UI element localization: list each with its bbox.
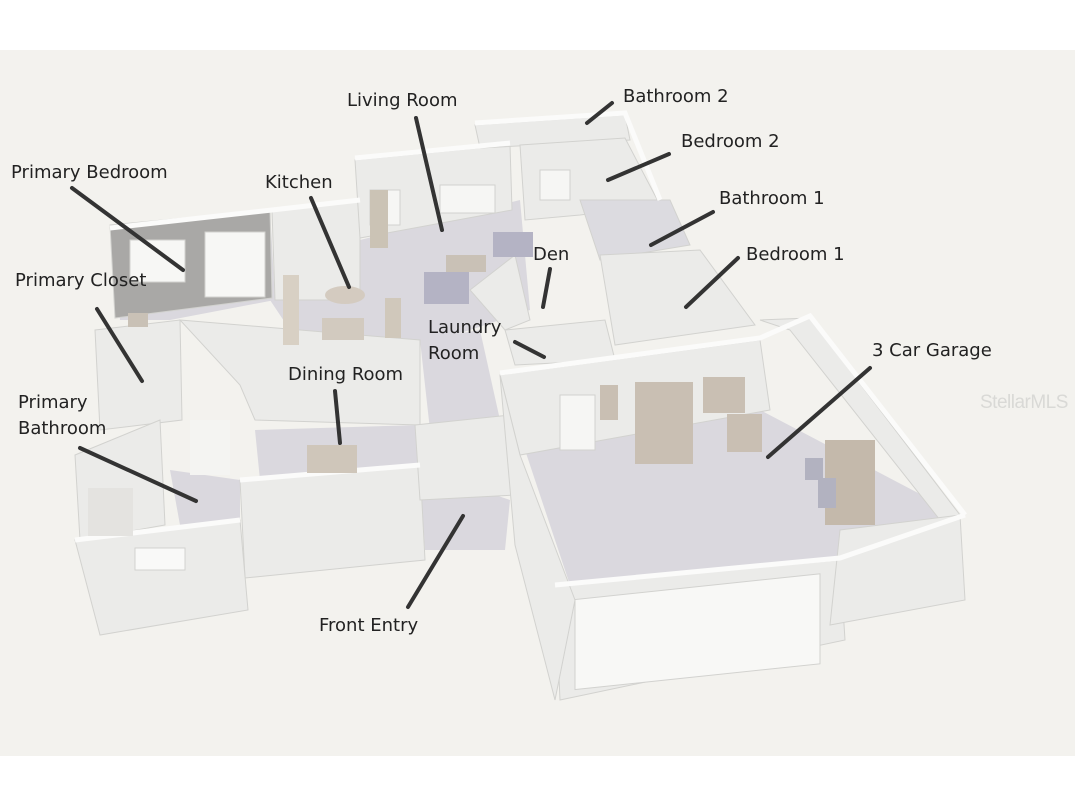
label-bedroom-2: Bedroom 2 bbox=[681, 131, 780, 152]
leader-bedroom-1 bbox=[684, 256, 740, 309]
wall-dining-front bbox=[239, 464, 426, 579]
label-bathroom-1: Bathroom 1 bbox=[719, 188, 825, 209]
floor-primary-bath bbox=[170, 470, 240, 525]
window-primary-1 bbox=[129, 239, 186, 283]
label-primary-bathroom: Primary Bathroom bbox=[18, 392, 107, 439]
leader-primary-closet bbox=[95, 307, 144, 383]
coffee-table bbox=[446, 255, 486, 272]
bookshelf bbox=[370, 190, 388, 248]
window-bedroom2 bbox=[539, 169, 571, 201]
leader-front-entry bbox=[406, 514, 465, 609]
wall-garage-left bbox=[499, 374, 576, 701]
label-front-entry: Front Entry bbox=[319, 615, 419, 636]
leader-primary-bathroom bbox=[78, 446, 198, 503]
garage-chair-1 bbox=[805, 458, 823, 480]
kitchen-island bbox=[322, 318, 364, 340]
nightstand bbox=[128, 313, 148, 327]
floor-living bbox=[270, 200, 530, 345]
label-laundry-room: Laundry Room bbox=[428, 317, 502, 364]
window-living bbox=[439, 184, 496, 214]
leader-living-room bbox=[414, 116, 444, 232]
leader-bathroom-1 bbox=[649, 210, 715, 247]
sofa-2 bbox=[424, 272, 469, 304]
window-primary-bath bbox=[134, 547, 186, 571]
leader-lines bbox=[70, 101, 872, 609]
bath-vanity bbox=[190, 420, 230, 475]
label-bedroom-1: Bedroom 1 bbox=[746, 244, 845, 265]
bath-tub bbox=[88, 488, 133, 536]
leader-bedroom-2 bbox=[606, 152, 671, 182]
label-living-room: Living Room bbox=[347, 90, 458, 111]
garage-door-1 bbox=[574, 573, 821, 691]
label-primary-bedroom: Primary Bedroom bbox=[11, 162, 168, 183]
kitchen-table bbox=[325, 286, 365, 304]
kitchen-counter bbox=[283, 275, 299, 345]
watermark: StellarMLS bbox=[980, 392, 1068, 413]
garage-cabinet-small bbox=[727, 414, 762, 452]
wall-top-edges bbox=[74, 110, 967, 588]
label-primary-closet: Primary Closet bbox=[15, 270, 147, 291]
wall-den bbox=[469, 254, 531, 331]
garage-cabinet-upper bbox=[703, 377, 745, 413]
label-kitchen: Kitchen bbox=[265, 172, 333, 193]
furniture bbox=[88, 190, 875, 536]
garage-cabinet-tall bbox=[635, 382, 693, 464]
wall-bedroom1 bbox=[599, 249, 756, 346]
kitchen-cabinet bbox=[385, 298, 401, 338]
leader-den bbox=[541, 267, 552, 309]
garage-chair-2 bbox=[818, 478, 836, 508]
wall-garage-front-right bbox=[829, 514, 966, 626]
wall-bathroom1 bbox=[579, 199, 691, 261]
leader-laundry-room bbox=[513, 340, 546, 359]
label-dining-room: Dining Room bbox=[288, 364, 404, 385]
floor-hall bbox=[420, 330, 500, 430]
leader-3-car-garage bbox=[766, 366, 872, 459]
leader-bathroom-2 bbox=[585, 101, 614, 125]
leader-kitchen bbox=[309, 196, 351, 289]
label-bathroom-2: Bathroom 2 bbox=[623, 86, 729, 107]
garage-box bbox=[600, 385, 618, 420]
leader-primary-bedroom bbox=[70, 186, 185, 272]
window-garage bbox=[559, 394, 596, 451]
label-den: Den bbox=[533, 244, 570, 265]
wall-front-entry bbox=[414, 414, 516, 501]
label-3-car-garage: 3 Car Garage bbox=[872, 340, 992, 361]
window-primary-2 bbox=[204, 231, 266, 298]
dining-table bbox=[307, 445, 357, 473]
sofa-1 bbox=[493, 232, 533, 257]
leader-dining-room bbox=[333, 389, 342, 445]
